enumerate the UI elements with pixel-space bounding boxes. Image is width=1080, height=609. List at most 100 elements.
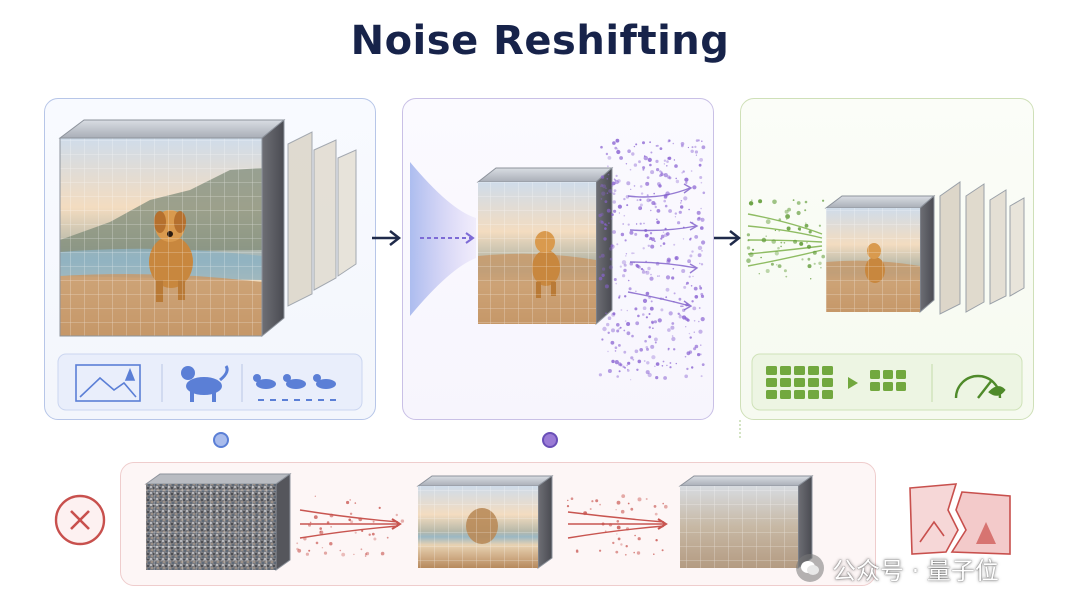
particle xyxy=(698,163,702,167)
particle xyxy=(617,537,621,541)
particle xyxy=(354,531,357,534)
particle xyxy=(638,206,642,211)
particle xyxy=(666,232,670,236)
particle xyxy=(626,364,629,367)
particle xyxy=(680,200,683,202)
particle xyxy=(650,209,652,212)
particle xyxy=(784,209,789,214)
particle xyxy=(778,230,781,232)
particle xyxy=(608,189,612,193)
speedometer-leaf-icon xyxy=(954,374,1006,399)
particle xyxy=(305,552,309,556)
particle xyxy=(670,325,675,330)
particle xyxy=(630,379,632,381)
particle xyxy=(701,363,705,366)
particle xyxy=(694,295,699,299)
particle xyxy=(296,542,299,545)
particle xyxy=(658,184,662,188)
particle xyxy=(636,199,639,202)
particle xyxy=(607,350,609,353)
particle xyxy=(770,262,774,266)
grid-cell xyxy=(896,382,906,391)
particle xyxy=(625,545,628,548)
particle xyxy=(616,520,620,523)
particle xyxy=(700,181,703,184)
particle xyxy=(612,541,615,545)
particle xyxy=(647,266,651,271)
particle xyxy=(395,513,398,517)
particle xyxy=(613,189,617,193)
particle xyxy=(598,373,603,377)
particle xyxy=(640,267,644,271)
particle xyxy=(600,253,605,258)
particle xyxy=(672,267,675,270)
particle xyxy=(616,533,618,535)
particle xyxy=(660,308,664,312)
particle xyxy=(615,550,619,554)
particle xyxy=(600,175,605,179)
particle xyxy=(697,245,703,251)
particle xyxy=(688,275,691,278)
particle xyxy=(682,238,685,240)
error-x-icon xyxy=(54,494,106,546)
particle xyxy=(667,156,672,160)
particle xyxy=(607,369,612,373)
particle xyxy=(804,200,808,204)
particle xyxy=(621,494,626,498)
particle xyxy=(606,192,609,194)
particle xyxy=(638,160,641,164)
particle xyxy=(330,526,332,528)
particle xyxy=(616,525,621,530)
particle xyxy=(818,224,822,227)
particle xyxy=(663,173,668,178)
particle xyxy=(603,237,607,241)
particle xyxy=(591,500,594,503)
red-arrows-2 xyxy=(567,511,668,539)
particle xyxy=(677,221,681,225)
particle xyxy=(608,222,610,224)
grid-cell xyxy=(808,366,819,375)
particle xyxy=(667,328,671,332)
particle xyxy=(607,156,612,160)
particle xyxy=(631,334,634,338)
particle xyxy=(671,322,675,325)
particle xyxy=(806,244,812,249)
particle xyxy=(619,326,622,329)
particle xyxy=(665,296,668,299)
particle xyxy=(607,316,612,321)
particle xyxy=(637,537,641,541)
particle xyxy=(691,300,694,303)
particle xyxy=(697,353,701,357)
particle xyxy=(701,250,703,252)
particle xyxy=(664,233,668,238)
particle xyxy=(315,541,319,545)
particle xyxy=(700,292,704,296)
particle xyxy=(663,376,667,380)
particle xyxy=(649,141,651,144)
grid-cell xyxy=(896,370,906,379)
particle xyxy=(602,326,607,332)
particle xyxy=(350,520,354,524)
particle xyxy=(314,495,316,497)
particle xyxy=(623,350,627,354)
particle xyxy=(623,197,626,201)
particle xyxy=(701,240,706,245)
particle xyxy=(699,286,703,290)
noise-cube xyxy=(144,473,292,571)
particle xyxy=(758,199,763,204)
particle xyxy=(690,149,694,153)
particle xyxy=(694,344,699,349)
particle xyxy=(646,198,651,203)
particle xyxy=(699,262,701,265)
particle xyxy=(605,152,609,156)
particle xyxy=(810,278,812,280)
particle xyxy=(639,203,643,207)
particle xyxy=(589,508,592,510)
particle xyxy=(636,264,640,268)
particle xyxy=(654,512,658,516)
particle xyxy=(680,142,685,146)
particle xyxy=(633,163,638,167)
particle xyxy=(695,154,698,156)
particle xyxy=(600,184,604,187)
